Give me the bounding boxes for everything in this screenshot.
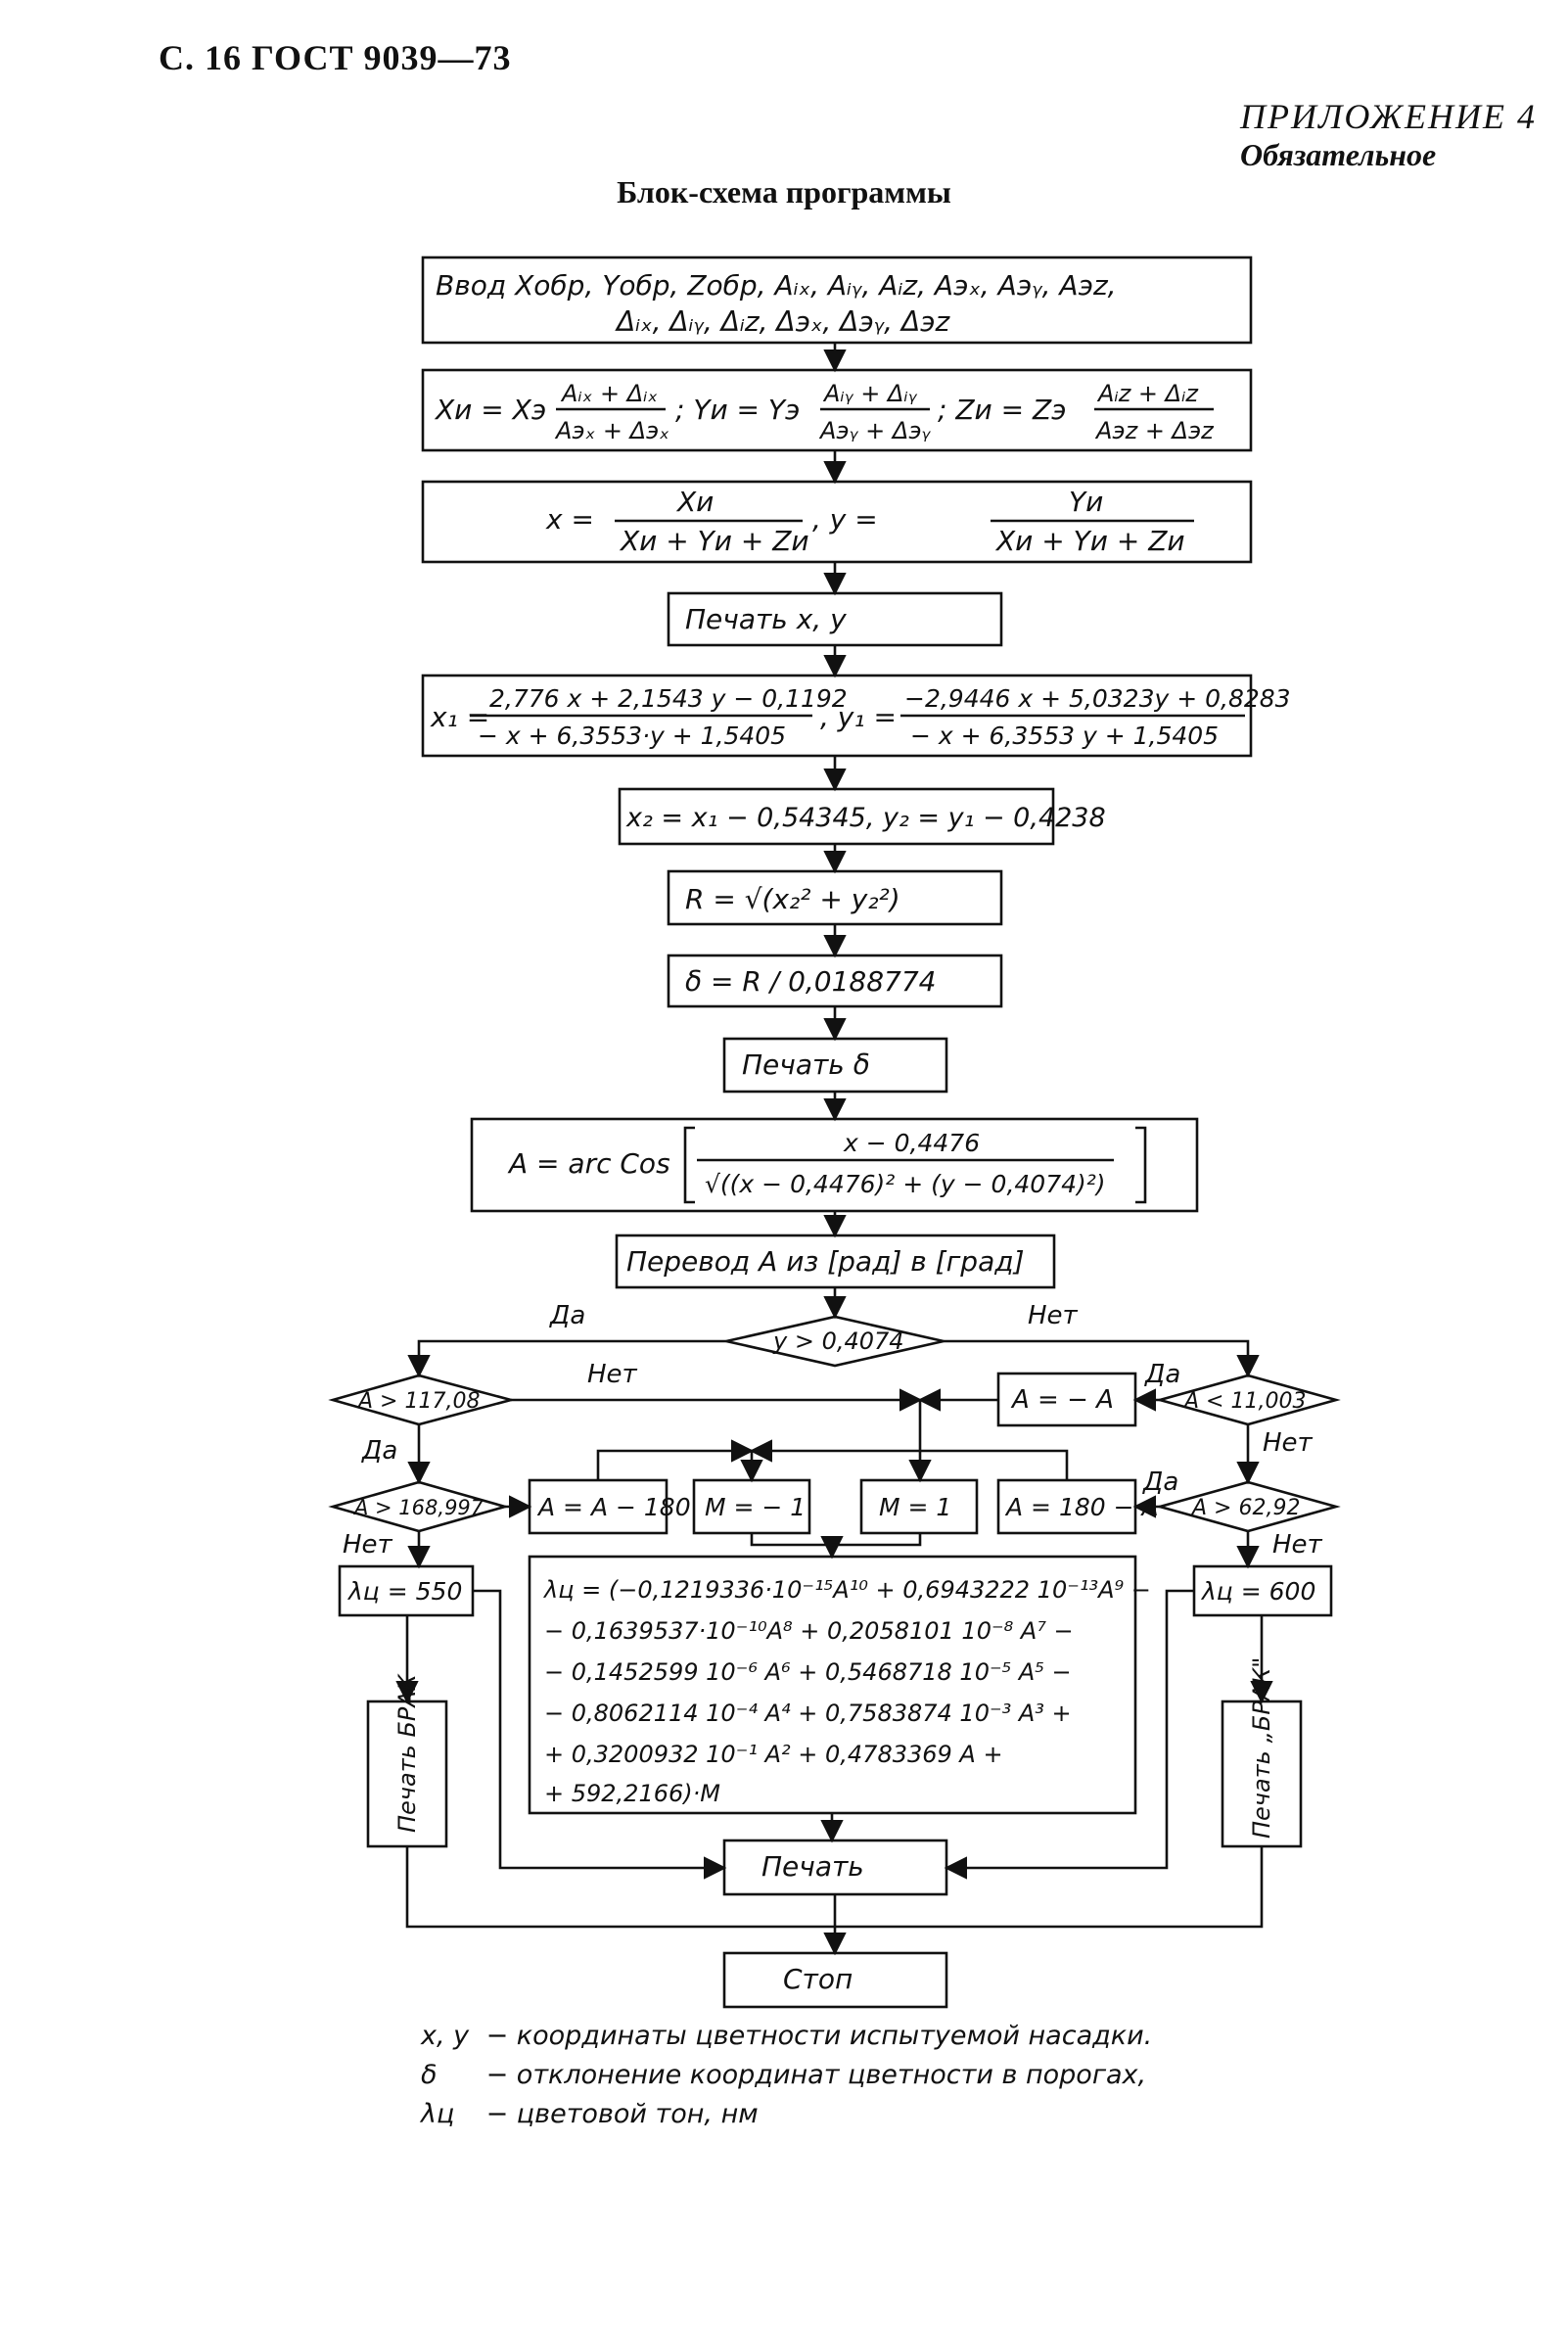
convert-label: Перевод A из [рад] в [град] bbox=[626, 1245, 1025, 1278]
input-line2: Δᵢₓ, Δᵢᵧ, Δᵢz, Δэₓ, Δэᵧ, Δэz bbox=[615, 305, 950, 338]
cond-a11-diamond bbox=[1155, 1374, 1341, 1426]
zi-lhs: ; Zи = Zэ bbox=[938, 394, 1067, 426]
poly-line-3: − 0,1452599 10⁻⁶ A⁶ + 0,5468718 10⁻⁵ A⁵ … bbox=[544, 1658, 1072, 1686]
a-den: √((x − 0,4476)² + (y − 0,4074)²) bbox=[705, 1170, 1106, 1198]
stop-label: Стоп bbox=[783, 1963, 853, 1995]
y1-den: − x + 6,3553 y + 1,5405 bbox=[910, 722, 1219, 750]
a-180minus-label: A = 180 − A bbox=[1004, 1493, 1159, 1521]
legend-text: − координаты цветности испытуемой насадк… bbox=[485, 2021, 1153, 2051]
yi-num: Aᵢᵧ + Δᵢᵧ bbox=[822, 380, 918, 407]
cond-a117-label: A > 117,08 bbox=[356, 1389, 480, 1414]
print-xy-label: Печать x, y bbox=[685, 603, 847, 635]
legend-symbol: x, y bbox=[421, 2021, 470, 2051]
a-num: x − 0,4476 bbox=[843, 1129, 980, 1157]
x1-den: − x + 6,3553·y + 1,5405 bbox=[478, 722, 786, 750]
poly-line-1: λц = (−0,1219336·10⁻¹⁵A¹⁰ + 0,6943222 10… bbox=[542, 1576, 1151, 1604]
legend-row: λц − цветовой тон, нм bbox=[421, 2095, 1152, 2134]
xi-num: Aᵢₓ + Δᵢₓ bbox=[560, 380, 658, 407]
cond-a62-diamond bbox=[1155, 1480, 1341, 1533]
legend-row: δ − отклонение координат цветности в пор… bbox=[421, 2056, 1152, 2095]
label-no-a11: Нет bbox=[1263, 1428, 1314, 1458]
poly-line-5: + 0,3200932 10⁻¹ A² + 0,4783369 A + bbox=[544, 1741, 1003, 1768]
cond-y-label: y > 0,4074 bbox=[772, 1328, 904, 1355]
zi-den: Aэz + Δэz bbox=[1094, 417, 1215, 444]
label-yes-a62: Да bbox=[1142, 1467, 1178, 1497]
x1-lhs: x₁ = bbox=[430, 701, 489, 733]
cond-a168-label: A > 168,997 bbox=[352, 1496, 484, 1519]
diagram-title: Блок-схема программы bbox=[617, 174, 951, 210]
x-num: Xи bbox=[675, 486, 714, 518]
legend-text: − цветовой тон, нм bbox=[485, 2099, 759, 2129]
yi-den: Aэᵧ + Δэᵧ bbox=[818, 417, 931, 444]
print-delta-label: Печать δ bbox=[742, 1048, 870, 1081]
label-yes-top: Да bbox=[549, 1301, 585, 1330]
input-block bbox=[421, 256, 1253, 345]
poly-line-6: + 592,2166)·M bbox=[544, 1780, 720, 1807]
legend-symbol: λц bbox=[421, 2099, 455, 2129]
x-den: Xи + Yи + Zи bbox=[619, 525, 809, 557]
zi-num: Aᵢz + Δᵢz bbox=[1096, 380, 1199, 407]
lambda550-label: λц = 550 bbox=[346, 1577, 462, 1606]
a-neg-label: A = − A bbox=[1010, 1385, 1114, 1415]
label-no-a117: Нет bbox=[587, 1360, 638, 1389]
label-no-a62: Нет bbox=[1272, 1530, 1323, 1560]
lambda600-label: λц = 600 bbox=[1200, 1577, 1315, 1606]
x2y2-label: x₂ = x₁ − 0,54345, y₂ = y₁ − 0,4238 bbox=[625, 803, 1106, 833]
legend-row: x, y − координаты цветности испытуемой н… bbox=[421, 2017, 1152, 2056]
yi-lhs: ; Yи = Yэ bbox=[675, 394, 800, 426]
print-brak-right-label: Печать „БРАК" bbox=[1248, 1657, 1275, 1839]
r-label: R = √(x₂² + y₂²) bbox=[685, 883, 900, 915]
y-den: Xи + Yи + Zи bbox=[994, 525, 1185, 557]
xi-lhs: Xи = Xэ bbox=[434, 394, 546, 426]
label-yes-a11: Да bbox=[1144, 1360, 1180, 1389]
m-neg1-label: M = − 1 bbox=[705, 1493, 806, 1521]
a-lhs: A = arc Cos bbox=[507, 1147, 670, 1180]
legend-symbol: δ bbox=[421, 2060, 438, 2090]
label-yes-a117: Да bbox=[361, 1436, 397, 1466]
legend-text: − отклонение координат цветности в порог… bbox=[485, 2060, 1147, 2090]
cond-a11-label: A < 11,003 bbox=[1182, 1389, 1306, 1414]
print-label: Печать bbox=[761, 1850, 864, 1883]
label-no-a168: Нет bbox=[343, 1530, 393, 1560]
poly-line-4: − 0,8062114 10⁻⁴ A⁴ + 0,7583874 10⁻³ A³ … bbox=[544, 1700, 1072, 1727]
y1-num: −2,9446 x + 5,0323y + 0,8283 bbox=[904, 684, 1291, 713]
page-header: С. 16 ГОСТ 9039—73 bbox=[159, 38, 512, 77]
m-pos1-label: M = 1 bbox=[879, 1493, 951, 1521]
y1-lhs: , y₁ = bbox=[820, 701, 897, 733]
a-minus180-label: A = A − 180 bbox=[536, 1493, 691, 1521]
cond-a62-label: A > 62,92 bbox=[1190, 1496, 1300, 1520]
x-lhs: x = bbox=[545, 503, 594, 536]
delta-label: δ = R / 0,0188774 bbox=[685, 965, 937, 998]
input-line1: Ввод Xобр, Yобр, Zобр, Aᵢₓ, Aᵢᵧ, Aᵢz, Aэ… bbox=[436, 269, 1117, 302]
legend: x, y − координаты цветности испытуемой н… bbox=[421, 2017, 1152, 2134]
appendix-label: ПРИЛОЖЕНИЕ 4 Обязательное bbox=[1240, 96, 1537, 173]
xi-den: Aэₓ + Δэₓ bbox=[554, 417, 669, 444]
appendix-title: ПРИЛОЖЕНИЕ 4 bbox=[1240, 97, 1537, 136]
x1-num: 2,776 x + 2,1543 y − 0,1192 bbox=[489, 684, 848, 713]
poly-line-2: − 0,1639537·10⁻¹⁰A⁸ + 0,2058101 10⁻⁸ A⁷ … bbox=[544, 1617, 1074, 1645]
label-no-top: Нет bbox=[1028, 1301, 1079, 1330]
y-num: Yи bbox=[1069, 486, 1103, 518]
y-lhs: , y = bbox=[812, 503, 878, 536]
appendix-status: Обязательное bbox=[1240, 137, 1437, 172]
print-brak-left-label: Печать БРАК bbox=[393, 1673, 421, 1833]
